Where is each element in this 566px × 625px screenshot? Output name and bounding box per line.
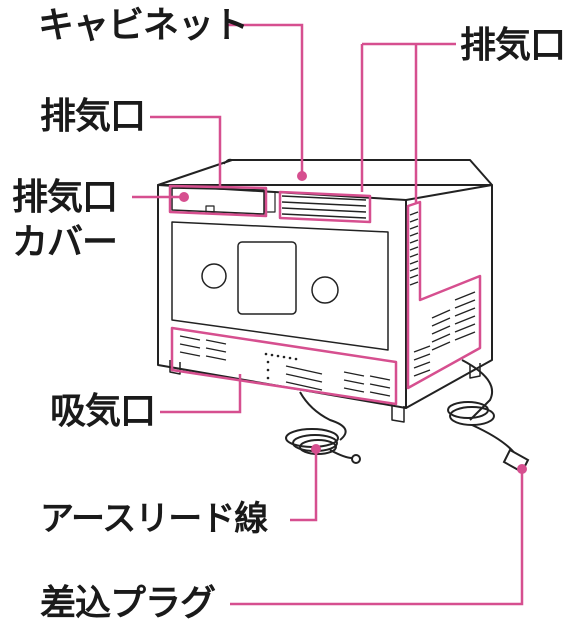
label-exhaust-top: 排気口 (460, 25, 566, 66)
leader-earth-lead (290, 452, 318, 522)
back-circle-left (201, 263, 227, 289)
exhaust-top-outline (278, 190, 372, 224)
intake-outline (170, 326, 398, 406)
leader-exhaust-left (150, 115, 222, 188)
earth-lead-wire (285, 391, 361, 464)
label-cabinet: キャビネット (38, 5, 249, 46)
exhaust-cover-outline (168, 184, 268, 218)
exhaust-cover (171, 187, 265, 215)
cabinet-top (157, 159, 493, 186)
label-exhaust-cover-line2: カバー (12, 222, 118, 263)
label-earth-lead: アースリード線 (40, 499, 268, 539)
back-circle-right (311, 276, 339, 304)
leader-plug (230, 472, 524, 606)
leader-cabinet (228, 23, 304, 172)
back-plate (171, 221, 389, 351)
label-exhaust-left: 排気口 (40, 96, 146, 137)
label-exhaust-cover-line1: 排気口 (12, 177, 118, 218)
exhaust-side-outline (406, 200, 482, 390)
label-intake: 吸気口 (50, 391, 156, 432)
leader-intake (160, 374, 242, 414)
back-center-window (237, 241, 297, 315)
label-plug: 差込プラグ (40, 583, 216, 624)
